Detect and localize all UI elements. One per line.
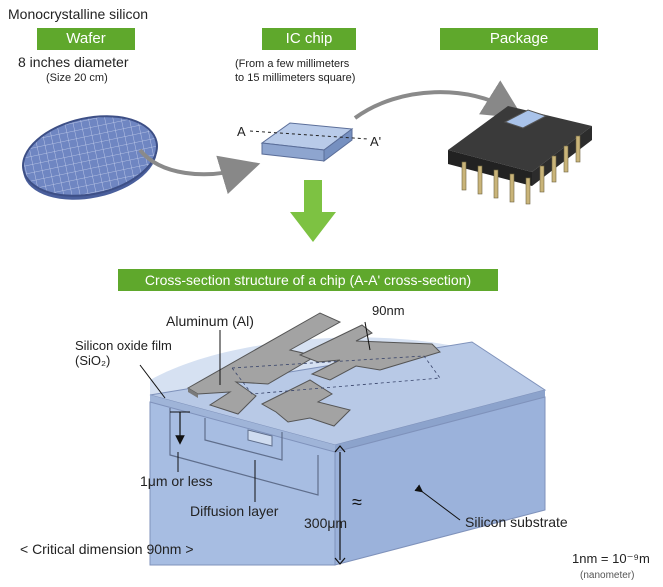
unit-definition: 1nm = 10⁻⁹m <box>572 551 650 566</box>
wafer-size-line1: 8 inches diameter <box>18 54 129 70</box>
critical-dimension-label: < Critical dimension 90nm > <box>20 541 194 557</box>
arrow-wafer-to-chip <box>138 148 261 195</box>
aluminum-label: Aluminum (Al) <box>166 313 254 329</box>
svg-text:≈: ≈ <box>352 492 362 512</box>
arrow-chip-to-package <box>353 80 524 120</box>
substrate-label: Silicon substrate <box>465 514 568 530</box>
package-ic <box>448 106 592 205</box>
line-width-label: 90nm <box>372 303 405 318</box>
package-label: Package <box>440 28 598 50</box>
title-monocrystalline: Monocrystalline silicon <box>8 6 149 22</box>
thickness-label: 300μm <box>304 515 348 531</box>
block-right <box>334 396 546 566</box>
wafer-label: Wafer <box>37 28 135 50</box>
depth-label: 1μm or less <box>140 473 213 489</box>
oxide-label-line2: (SiO₂) <box>75 353 111 368</box>
aluminum-wiring <box>187 312 441 427</box>
wafer-disc <box>22 115 158 200</box>
diffusion-label: Diffusion layer <box>190 503 279 519</box>
ic-chip-block <box>249 122 369 162</box>
unit-name: (nanometer) <box>580 570 635 581</box>
oxide-label-line1: Silicon oxide film <box>75 338 172 353</box>
point-a-prime: A' <box>370 134 382 149</box>
point-a: A <box>237 124 246 139</box>
ic-chip-label: IC chip <box>262 28 356 50</box>
wafer-size-line2: (Size 20 cm) <box>46 72 108 84</box>
ic-chip-size-line1: (From a few millimeters <box>235 58 350 70</box>
ic-chip-size-line2: to 15 millimeters square) <box>235 72 356 84</box>
cross-section-title: Cross-section structure of a chip (A-A' … <box>118 269 498 291</box>
down-arrow <box>290 180 336 242</box>
